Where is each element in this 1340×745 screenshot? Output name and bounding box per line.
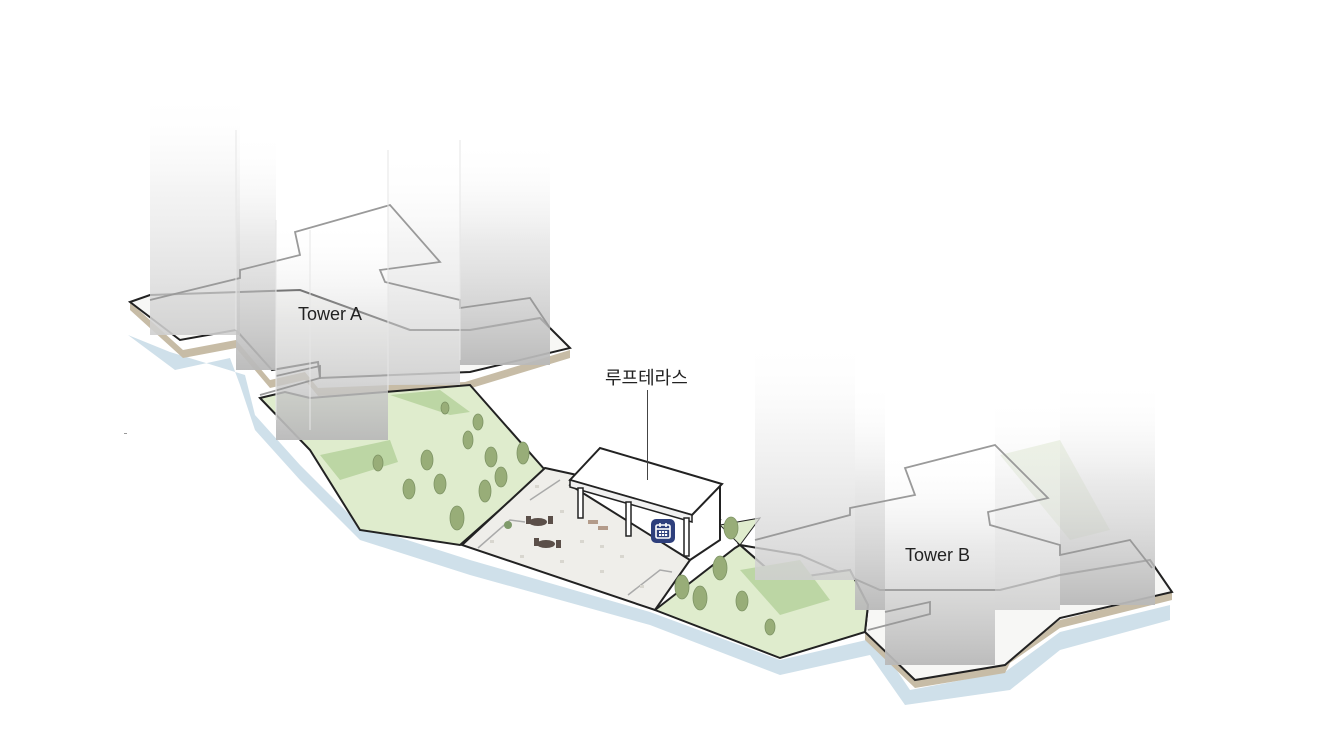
rooftop-terrace-leader-line [647,390,648,480]
tower-b [754,340,1155,665]
trees [372,401,776,636]
outdoor-furniture [504,516,608,548]
stray-mark [124,433,127,434]
podium-base [130,302,1172,688]
tower-b-label: Tower B [905,545,971,565]
pergola-shelter [568,446,724,562]
calendar-icon[interactable] [651,519,675,543]
tower-a [149,90,551,440]
rooftop-terrace-label: 루프테라스 [605,368,688,389]
tower-a-label: Tower A [298,304,363,324]
